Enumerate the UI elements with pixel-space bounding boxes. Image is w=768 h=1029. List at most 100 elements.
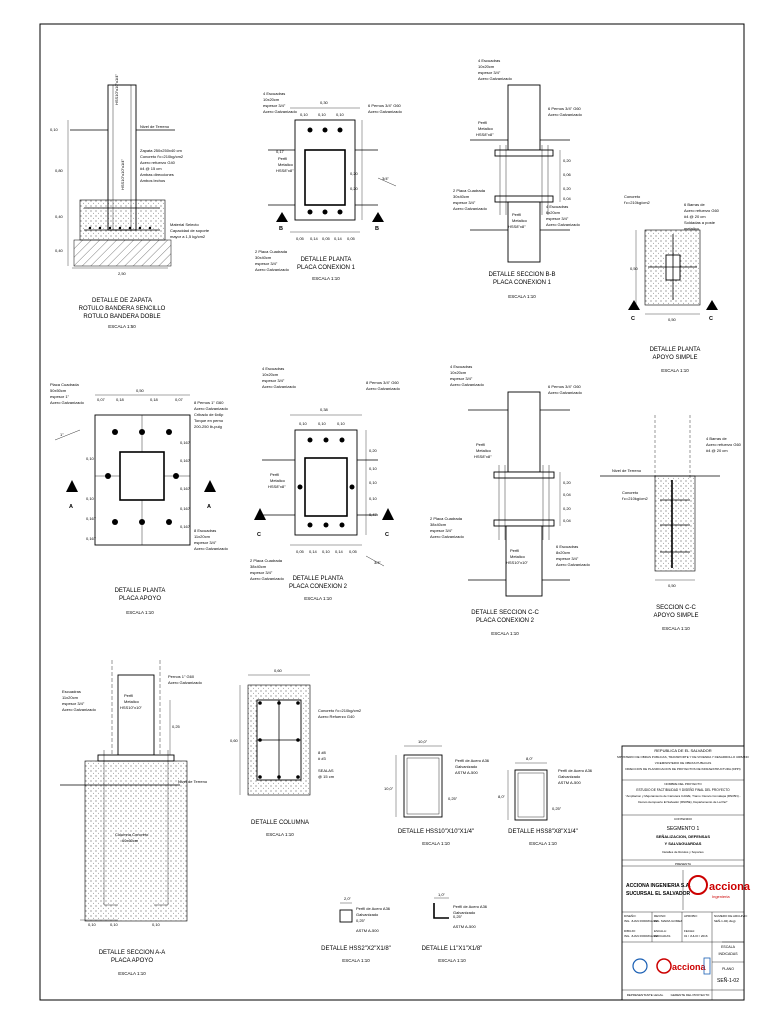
- note: @ 15 cm: [318, 774, 335, 779]
- tb-project: ESTUDIO DE FACTIBILIDAD Y DISEÑO FINAL D…: [636, 787, 730, 792]
- dim-label: 10,0": [384, 786, 394, 791]
- dim-label: 0,05: [347, 236, 356, 241]
- note: HSS8"x8": [276, 168, 294, 173]
- detail-title: APOYO SIMPLE: [653, 613, 698, 619]
- cut-note: 3/4": [382, 176, 390, 181]
- tb-value: ING. JUAN RODRIGUEZ: [624, 934, 658, 938]
- logo-sub: Ingenieria: [712, 894, 730, 899]
- tb-value: INDICADAS: [654, 934, 670, 938]
- note: metalico: [684, 226, 700, 231]
- section-letter: C: [709, 316, 713, 322]
- note: Acero Galvanizado: [255, 267, 290, 272]
- note: 2 Placa Cuadrada: [255, 249, 288, 254]
- tb-company: ACCIONA INGENIERIA S.A.: [626, 883, 691, 889]
- note: 6x20cm: [546, 210, 561, 215]
- dim-label: 0,10: [86, 456, 95, 461]
- detail-seccion-c-c-conexion: 0,20 0,04 0,20 0,04 4 Escuadras 10x20cm …: [430, 364, 591, 636]
- note: 30x40cm: [453, 194, 470, 199]
- tb-label: FECHA:: [684, 929, 695, 933]
- note: 38x40cm: [430, 522, 447, 527]
- tb-label: DIBUJO:: [624, 929, 636, 933]
- note: Acero Galvanizado: [546, 222, 581, 227]
- detail-title: PLACA APOYO: [119, 596, 161, 602]
- dim-label: 0,25": [448, 796, 458, 801]
- detail-title: DETALLE HSS2"X2"X1/8": [321, 946, 391, 952]
- tb-content: Y SALVAGUARDAS: [665, 841, 702, 846]
- note: Acero Galvanizado: [168, 680, 203, 685]
- dim-label: 2,50: [118, 271, 127, 276]
- note: Acero Galvanizado: [478, 76, 513, 81]
- dim-label: 0,10: [300, 112, 309, 117]
- note: 10x20cm: [262, 372, 279, 377]
- note: 4 Escuadras: [263, 91, 285, 96]
- title-block: REPUBLICA DE EL SALVADOR MINISTERIO DE O…: [617, 745, 751, 1001]
- note: #4 @ 20 cm: [706, 448, 728, 453]
- dim-label: 0,07: [175, 397, 184, 402]
- post-label: HSS10"x10"x1/4": [120, 158, 125, 190]
- detail-seccion-c-c-apoyo: 0,50 4 Barras de Acero refuerzo G60 #4 @…: [600, 415, 742, 631]
- detail-title: SECCION C-C: [656, 605, 696, 611]
- note: Galvanizado: [558, 774, 581, 779]
- note: 10x20cm: [478, 64, 495, 69]
- dim-label: 0,14: [334, 236, 343, 241]
- note: espesor 3/4": [62, 701, 85, 706]
- detail-scale: ESCALA 1:10: [312, 276, 340, 281]
- detail-title: DETALLE L1"X1"X1/8": [422, 946, 483, 952]
- dim-label: 0,50: [668, 583, 677, 588]
- cut-note: 1": [60, 432, 64, 437]
- note: Concreto f'c=210kg/cm2: [318, 708, 362, 713]
- note: 4 Escuadras: [478, 58, 500, 63]
- note: 50x50cm: [50, 388, 67, 393]
- note: Acero refuerzo G60: [706, 442, 742, 447]
- section-letter: A: [207, 504, 211, 510]
- dim-label: 0,167: [180, 458, 191, 463]
- tb-value: SEÑ-1-02(.dwg): [714, 918, 736, 923]
- note: Acero Galvanizado: [250, 576, 285, 581]
- note: espesor 3/4": [194, 540, 217, 545]
- note: Acero Galvanizado: [548, 390, 583, 395]
- section-arrow-icon: [706, 300, 718, 310]
- dim-label: 0,10: [318, 112, 327, 117]
- dim-label: 0,50: [630, 266, 639, 271]
- note: Perfil: [512, 212, 521, 217]
- note: ASTM A-500: [558, 780, 581, 785]
- dim-label: 0,25: [172, 724, 181, 729]
- dim-label: 0,50: [668, 317, 677, 322]
- dim-label: 0,05: [296, 549, 305, 554]
- tb-plane-label: PLANO: [722, 967, 734, 971]
- note: espesor 3/4": [556, 556, 579, 561]
- detail-scale: ESCALA 1:10: [126, 610, 154, 615]
- note: Acero refuerzo G60: [684, 208, 720, 213]
- note: Perfil: [510, 548, 519, 553]
- tb-label: APROBO:: [684, 914, 698, 918]
- note: espesor 3/4": [450, 376, 473, 381]
- note: Nivel de Terreno: [140, 124, 170, 129]
- dim-label: 10,0": [418, 739, 428, 744]
- dim-label: 0,38: [320, 407, 329, 412]
- detail-scale: ESCALA 1:10: [661, 368, 689, 373]
- note: 8 Escuadras: [194, 528, 216, 533]
- dim-label: 0,20: [563, 480, 572, 485]
- note: Metalico: [124, 699, 140, 704]
- dim-label: 8,0": [498, 794, 506, 799]
- note: Acero Galvanizado: [430, 534, 465, 539]
- note: Acero Galvanizado: [62, 707, 97, 712]
- dim-label: 0,07: [97, 397, 106, 402]
- dim-label: 0,20: [369, 448, 378, 453]
- tb-header: DIRECCION DE PLANIFICACION DE PROYECTOS …: [625, 767, 740, 771]
- dim-label: 8,0": [526, 756, 534, 761]
- dim-label: 0,10: [369, 480, 378, 485]
- detail-placa-apoyo: 0,50 0,07 0,18 0,18 0,07 0,167 0,167 0,1…: [50, 382, 229, 615]
- tb-header: VICEMINISTERIO DE OBRAS PUBLICAS: [655, 761, 712, 765]
- tb-value: 01 / JULIO / 2016: [684, 934, 708, 938]
- detail-title: DETALLE HSS10"X10"X1/4": [398, 829, 474, 835]
- dim-label: 1,0": [438, 892, 446, 897]
- note: 38x40cm: [250, 564, 267, 569]
- note: 6 Pernos 3/4" G60: [548, 106, 582, 111]
- dim-label: 0,20: [350, 171, 359, 176]
- note: 2 Placa Cuadrada: [250, 558, 283, 563]
- dim-label: 0,167: [86, 536, 97, 541]
- note: Placa Cuadrada: [50, 382, 79, 387]
- dim-label: 0,25": [552, 806, 562, 811]
- detail-scale: ESCALA 1:10: [491, 631, 519, 636]
